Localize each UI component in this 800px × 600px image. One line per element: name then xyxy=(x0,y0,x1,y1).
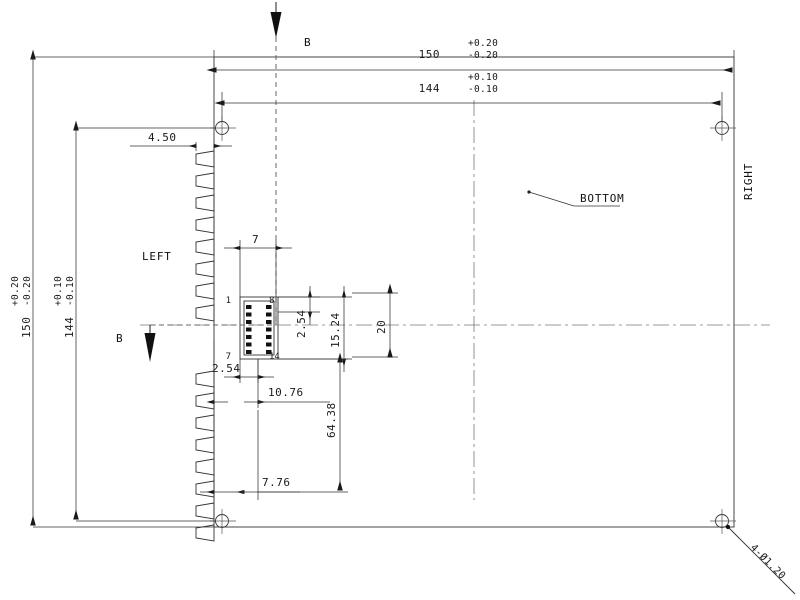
dim-254-left-value: 2.54 xyxy=(212,362,241,375)
section-label-left: B xyxy=(116,332,123,345)
dim-450-value: 4.50 xyxy=(148,131,177,144)
pin-label-7: 7 xyxy=(226,352,231,362)
dim-conn-254-value: 2.54 xyxy=(295,310,308,339)
dimv-150-tol-minus: -0.20 xyxy=(22,276,33,306)
edge-tab xyxy=(195,216,215,234)
edge-tab-array-lower xyxy=(195,370,215,542)
dim-150-tol-minus: -0.20 xyxy=(468,50,498,61)
section-arrow-left xyxy=(144,325,156,362)
dim-7-value: 7 xyxy=(252,233,259,246)
dim-width-outer xyxy=(206,50,735,73)
dim-20-value: 20 xyxy=(375,320,388,334)
pin-label-8: 8 xyxy=(269,296,274,306)
pin-label-1: 1 xyxy=(226,296,231,306)
pin-label-14: 14 xyxy=(269,352,280,362)
dim-150-tol-plus: +0.20 xyxy=(468,38,498,49)
label-bottom: BOTTOM xyxy=(580,192,625,205)
dimv-144-tol-minus: -0.10 xyxy=(65,276,76,306)
dim-776-value: 7.76 xyxy=(262,476,291,489)
dim-height-inner xyxy=(73,120,216,522)
edge-tab xyxy=(195,172,215,190)
edge-tab xyxy=(195,304,215,322)
dimv-150-value: 150 xyxy=(20,317,33,338)
bottom-leader xyxy=(527,190,620,207)
dim-offset-6438 xyxy=(258,352,348,493)
edge-tab xyxy=(195,392,215,410)
edge-tab xyxy=(195,150,215,168)
edge-tab xyxy=(195,480,215,498)
label-left: LEFT xyxy=(142,250,172,263)
dim-1524-value: 15.24 xyxy=(329,312,342,348)
mounting-holes xyxy=(215,121,729,528)
edge-tab xyxy=(195,524,215,542)
centerlines xyxy=(140,100,770,500)
dimv-144-value: 144 xyxy=(63,317,76,338)
dim-pitch-7 xyxy=(224,240,292,325)
section-line-b xyxy=(150,28,277,326)
edge-tab xyxy=(195,238,215,256)
connector-body xyxy=(239,296,279,360)
edge-tab-array-upper xyxy=(195,150,215,322)
dim-offset-1076 xyxy=(206,340,330,408)
connector-pins xyxy=(246,305,272,354)
dim-144-tol-plus: +0.10 xyxy=(468,72,498,83)
section-label-top: B xyxy=(304,36,311,49)
dim-150-value: 150 xyxy=(419,48,440,61)
edge-tab xyxy=(195,260,215,278)
hole-callout-text: 4-Ø1.20 xyxy=(748,542,788,582)
dim-edge-offset xyxy=(130,142,232,151)
dim-144-value: 144 xyxy=(419,82,440,95)
section-arrow-top xyxy=(270,2,282,38)
label-right: RIGHT xyxy=(742,163,755,200)
hole-callout-leader xyxy=(725,524,796,595)
dimv-144-tol-plus: +0.10 xyxy=(53,276,64,306)
dim-144-tol-minus: -0.10 xyxy=(468,84,498,95)
edge-tab xyxy=(195,282,215,300)
dim-1076-value: 10.76 xyxy=(268,386,304,399)
edge-tab xyxy=(195,502,215,520)
dim-height-outer xyxy=(30,49,214,528)
dimv-150-tol-plus: +0.20 xyxy=(10,276,21,306)
dim-width-inner xyxy=(214,92,723,122)
edge-tab xyxy=(195,414,215,432)
edge-tab xyxy=(195,458,215,476)
dim-6438-value: 64.38 xyxy=(325,402,338,438)
edge-tab xyxy=(195,194,215,212)
dim-conn-20 xyxy=(352,283,398,358)
edge-tab xyxy=(195,436,215,454)
